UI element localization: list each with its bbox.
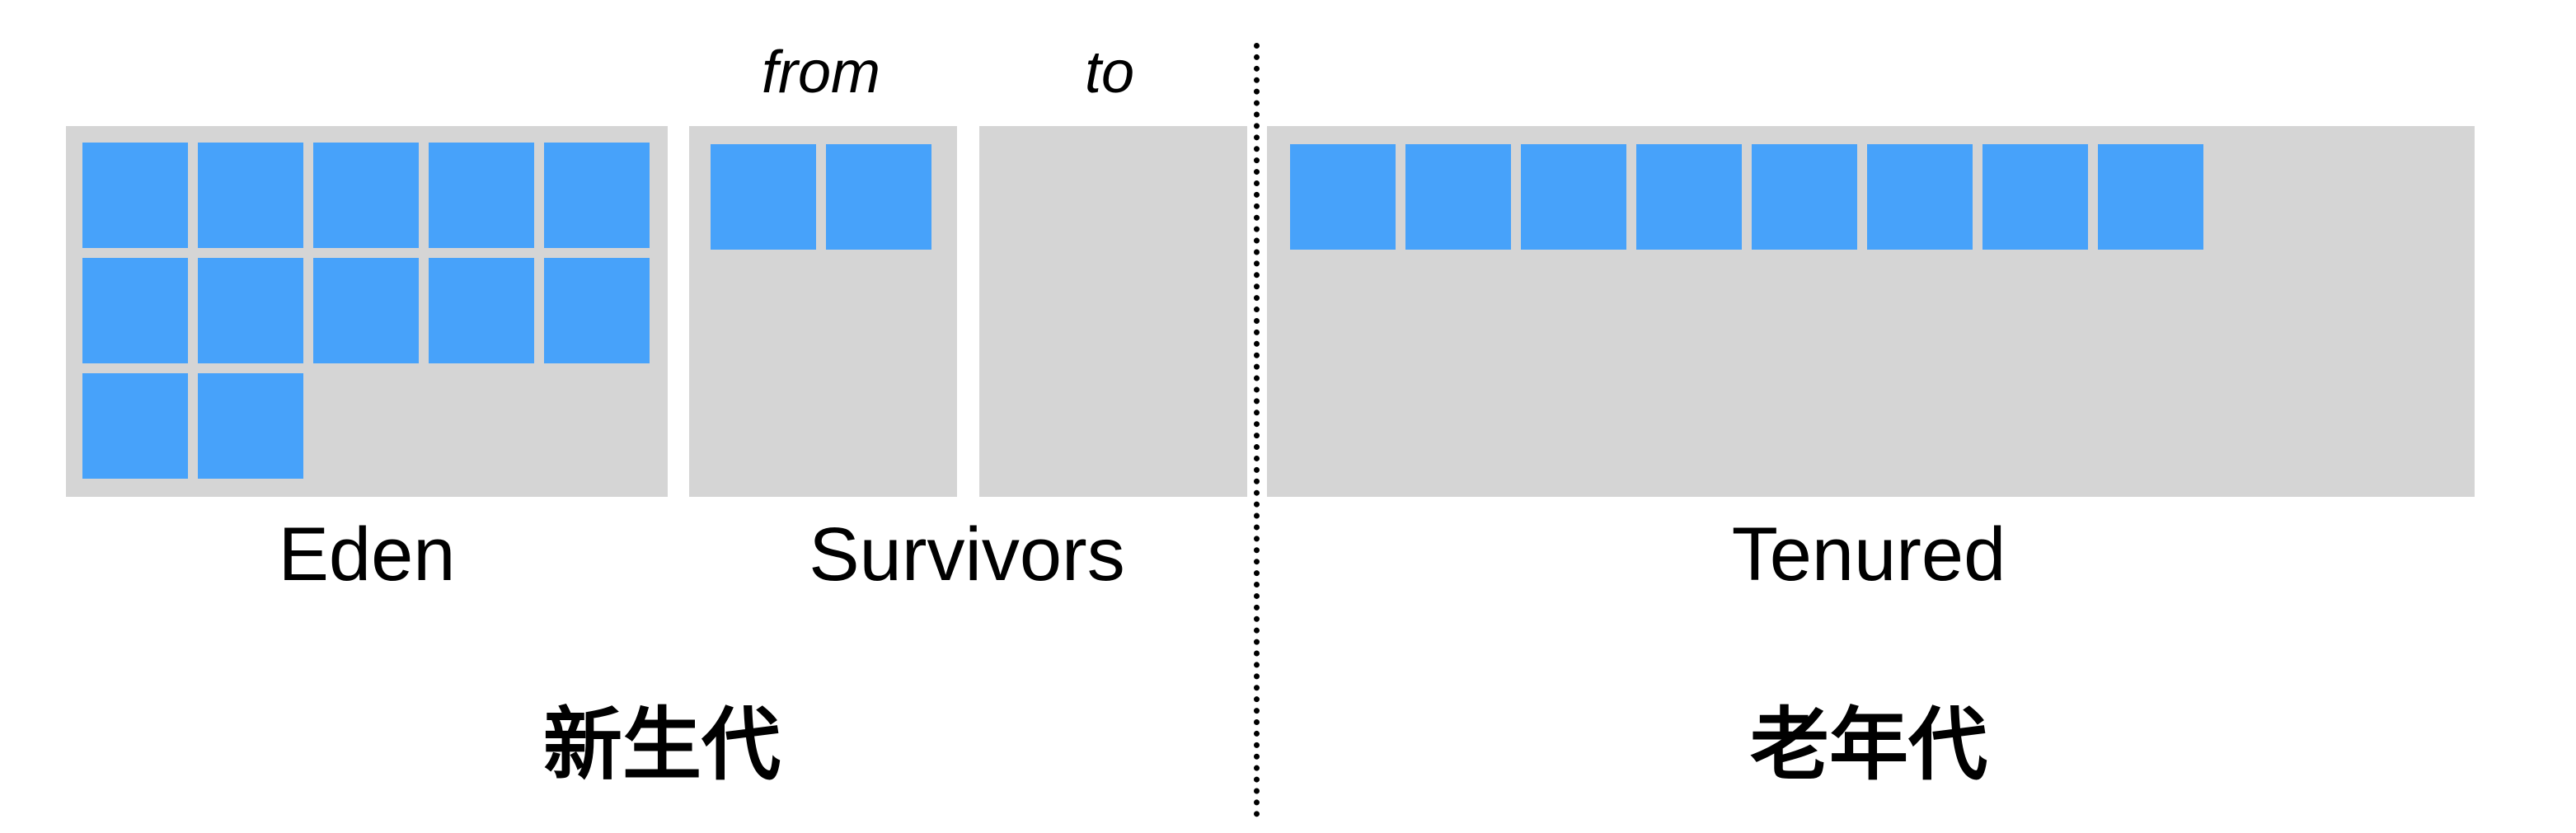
object-block	[544, 258, 650, 363]
to-space-label: to	[1084, 40, 1135, 105]
object-block	[1982, 144, 2088, 250]
survivors-label: Survivors	[809, 512, 1125, 597]
from-space-label: from	[762, 40, 880, 105]
object-block	[1867, 144, 1973, 250]
object-block	[313, 143, 419, 248]
object-block	[82, 258, 188, 363]
object-block	[544, 143, 650, 248]
generation-divider	[1254, 43, 1260, 817]
from-objects	[711, 144, 931, 250]
object-block	[1405, 144, 1511, 250]
survivor-to-region	[979, 126, 1247, 497]
eden-objects	[82, 143, 650, 479]
object-block	[1636, 144, 1742, 250]
object-block	[1752, 144, 1857, 250]
tenured-objects	[1290, 144, 2203, 250]
object-block	[429, 143, 534, 248]
tenured-region	[1267, 126, 2475, 497]
object-block	[82, 143, 188, 248]
object-block	[313, 258, 419, 363]
object-block	[1521, 144, 1626, 250]
object-block	[826, 144, 931, 250]
old-generation-label: 老年代	[1750, 701, 1987, 789]
survivor-from-region	[689, 126, 957, 497]
object-block	[82, 373, 188, 479]
object-block	[2098, 144, 2203, 250]
young-generation-label: 新生代	[543, 701, 781, 789]
object-block	[429, 258, 534, 363]
object-block	[198, 258, 303, 363]
object-block	[198, 373, 303, 479]
object-block	[1290, 144, 1396, 250]
object-block	[198, 143, 303, 248]
tenured-label: Tenured	[1731, 512, 2006, 597]
object-block	[711, 144, 816, 250]
eden-region	[66, 126, 668, 497]
eden-label: Eden	[278, 512, 456, 597]
